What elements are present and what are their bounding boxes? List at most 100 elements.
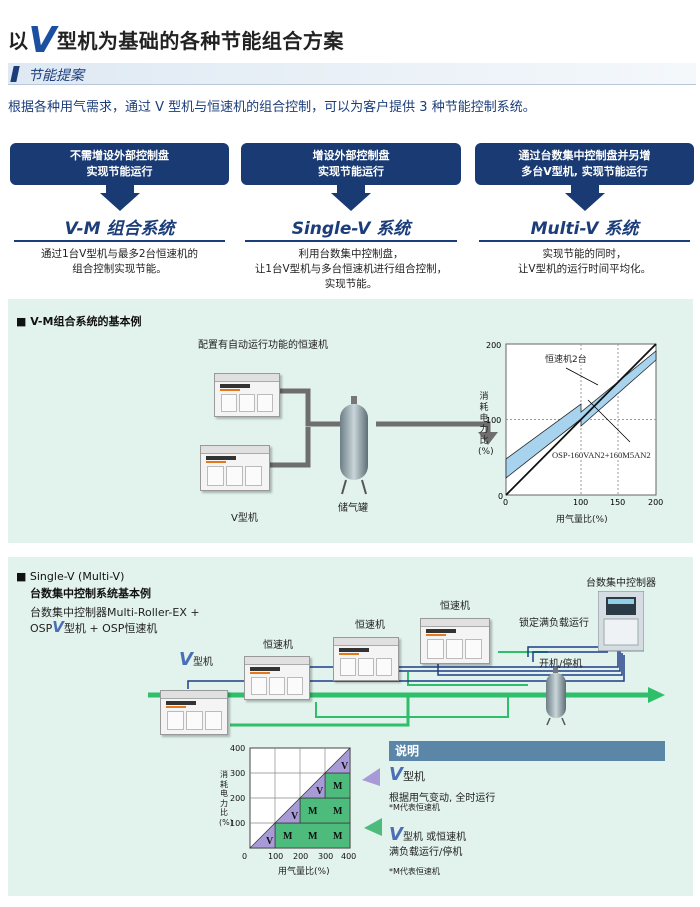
section-header: 节能提案 xyxy=(8,63,696,85)
title-v-logo: V xyxy=(28,20,57,61)
section-label: 节能提案 xyxy=(28,68,84,84)
chart2-xlabel: 用气量比(%) xyxy=(278,867,330,877)
v-machine-label: V型机 xyxy=(231,513,258,524)
proposal-name: Multi-V 系统 xyxy=(530,219,639,239)
chart2-ytick: 300 xyxy=(230,769,245,778)
box-line: 增设外部控制盘 xyxy=(312,149,390,162)
proposal-desc: 实现节能的同时， 让V型机的运行时间平均化。 xyxy=(475,247,694,277)
legend-m-desc: 满负载运行/停机 xyxy=(389,847,463,858)
ylabel-char: 耗 xyxy=(220,779,228,789)
constant-machine-label: 恒速机 xyxy=(263,640,293,651)
down-arrow-icon xyxy=(100,185,140,211)
ylabel-char: 消 xyxy=(479,392,489,402)
down-arrow-icon xyxy=(331,185,371,211)
intro-text: 根据各种用气需求，通过 V 型机与恒速机的组合控制，可以为客户提供 3 种节能控… xyxy=(8,100,536,115)
page-title: 以V型机为基础的各种节能组合方案 xyxy=(8,16,344,61)
desc-line: 组合控制实现节能。 xyxy=(72,263,167,275)
chart2-ytick: 400 xyxy=(230,744,245,753)
section-marker xyxy=(10,66,20,82)
chart2-ytick: 100 xyxy=(230,819,245,828)
legend-v-note: *M代表恒速机 xyxy=(389,803,440,812)
start-stop-label: 开机/停机 xyxy=(539,659,583,670)
ylabel-char: 电 xyxy=(479,414,489,424)
chart2-xtick: 400 xyxy=(341,852,356,861)
cell-v: V xyxy=(316,786,324,797)
chart1-ylabel: 消 耗 电 力 比 (%) xyxy=(478,392,494,458)
v-type-machine xyxy=(160,690,228,735)
machine-caption: 配置有自动运行功能的恒速机 xyxy=(198,340,328,351)
v-logo: V xyxy=(389,824,403,845)
panel-desc: 台数集中控制器Multi-Roller-EX + xyxy=(30,606,200,619)
fixed-load-label: 锁定满负载运行 xyxy=(519,618,589,629)
cell-m: M xyxy=(333,831,343,842)
box-line: 不需增设外部控制盘 xyxy=(70,149,169,162)
cell-m: M xyxy=(333,806,343,817)
proposal-box: 增设外部控制盘 实现节能运行 xyxy=(241,143,461,185)
ylabel-char: 耗 xyxy=(479,403,489,413)
chart1-xtick: 150 xyxy=(610,498,625,507)
chart1-series-label: 恒速机2台 xyxy=(544,352,588,365)
box-line: 通过台数集中控制盘并另增 xyxy=(518,149,651,162)
divider xyxy=(14,240,225,242)
divider xyxy=(479,240,690,242)
panel-subheading: 台数集中控制系统基本例 xyxy=(30,587,151,600)
chart2-plot: V V V V M M M M M M 400 300 200 100 0 10… xyxy=(230,744,356,861)
cell-v: V xyxy=(291,811,299,822)
v-machine-label: V型机 xyxy=(179,649,213,670)
proposal-desc: 通过1台V型机与最多2台恒速机的 组合控制实现节能。 xyxy=(10,247,229,277)
constant-speed-machine xyxy=(244,656,310,700)
chart1-ytick: 0 xyxy=(498,492,503,501)
ylabel-char: 比 xyxy=(220,808,228,817)
cell-m: M xyxy=(308,831,318,842)
air-tank-icon xyxy=(546,668,566,726)
ylabel-char: (%) xyxy=(478,447,494,457)
desc-part: 型机 + OSP恒速机 xyxy=(63,622,158,635)
panel-heading: ■ V-M组合系统的基本例 xyxy=(16,315,142,328)
panel-heading: ■ Single-V (Multi-V) xyxy=(16,570,125,583)
chart2-ytick: 0 xyxy=(242,852,247,861)
panel-desc: OSPV型机 + OSP恒速机 xyxy=(30,618,157,636)
legend-title: 说明 xyxy=(389,741,665,761)
chart2-ytick: 200 xyxy=(230,794,245,803)
chart1-xtick: 100 xyxy=(573,498,588,507)
cell-m: M xyxy=(283,831,293,842)
tank-label: 储气罐 xyxy=(338,503,368,514)
cell-v: V xyxy=(341,761,349,772)
ylabel-char: 力 xyxy=(220,798,228,808)
box-line: 实现节能运行 xyxy=(86,165,153,178)
legend-text: 型机 xyxy=(402,770,425,783)
ylabel-char: 电 xyxy=(220,789,228,798)
label-rest: 型机 xyxy=(192,657,213,668)
desc-line: 实现节能的同时， xyxy=(542,248,627,260)
cell-m: M xyxy=(308,806,318,817)
legend-arrow-v xyxy=(362,768,380,786)
constant-machine-label: 恒速机 xyxy=(355,620,385,631)
ylabel-char: 消 xyxy=(220,770,228,779)
legend-v-title: V型机 xyxy=(389,764,425,785)
proposal-desc: 利用台数集中控制盘， 让1台V型机与多台恒速机进行组合控制， 实现节能。 xyxy=(241,247,461,292)
chart1-ytick: 100 xyxy=(486,416,501,425)
chart1-plot: 200 100 0 0 100 150 200 xyxy=(486,341,663,507)
legend-arrow-m xyxy=(364,818,382,836)
v-logo: V xyxy=(179,649,193,670)
pipe-diagram xyxy=(270,388,498,468)
legend-m-note: *M代表恒速机 xyxy=(389,867,440,876)
proposal-name: V-M 组合系统 xyxy=(64,219,175,239)
legend-m-title: V型机 或恒速机 xyxy=(389,824,466,845)
proposal-box: 不需增设外部控制盘 实现节能运行 xyxy=(10,143,229,185)
box-line: 多台V型机, 实现节能运行 xyxy=(521,165,648,178)
box-line: 实现节能运行 xyxy=(318,165,384,178)
divider xyxy=(245,240,457,242)
chart2-xtick: 200 xyxy=(293,852,308,861)
air-tank-icon xyxy=(340,396,368,495)
chart1-xlabel: 用气量比(%) xyxy=(556,515,608,525)
constant-speed-machine xyxy=(420,618,490,664)
desc-line: 实现节能。 xyxy=(324,278,378,290)
legend-text: 型机 或恒速机 xyxy=(402,832,467,843)
down-arrow-icon xyxy=(565,185,605,211)
legend-v-desc: 根据用气变动, 全时运行 xyxy=(389,793,496,804)
chart1-series-label: OSP-160VAN2+160M5AN2 xyxy=(552,450,651,460)
constant-machine-label: 恒速机 xyxy=(440,601,470,612)
proposal-name: Single-V 系统 xyxy=(291,219,411,239)
desc-part: OSP xyxy=(30,622,53,635)
